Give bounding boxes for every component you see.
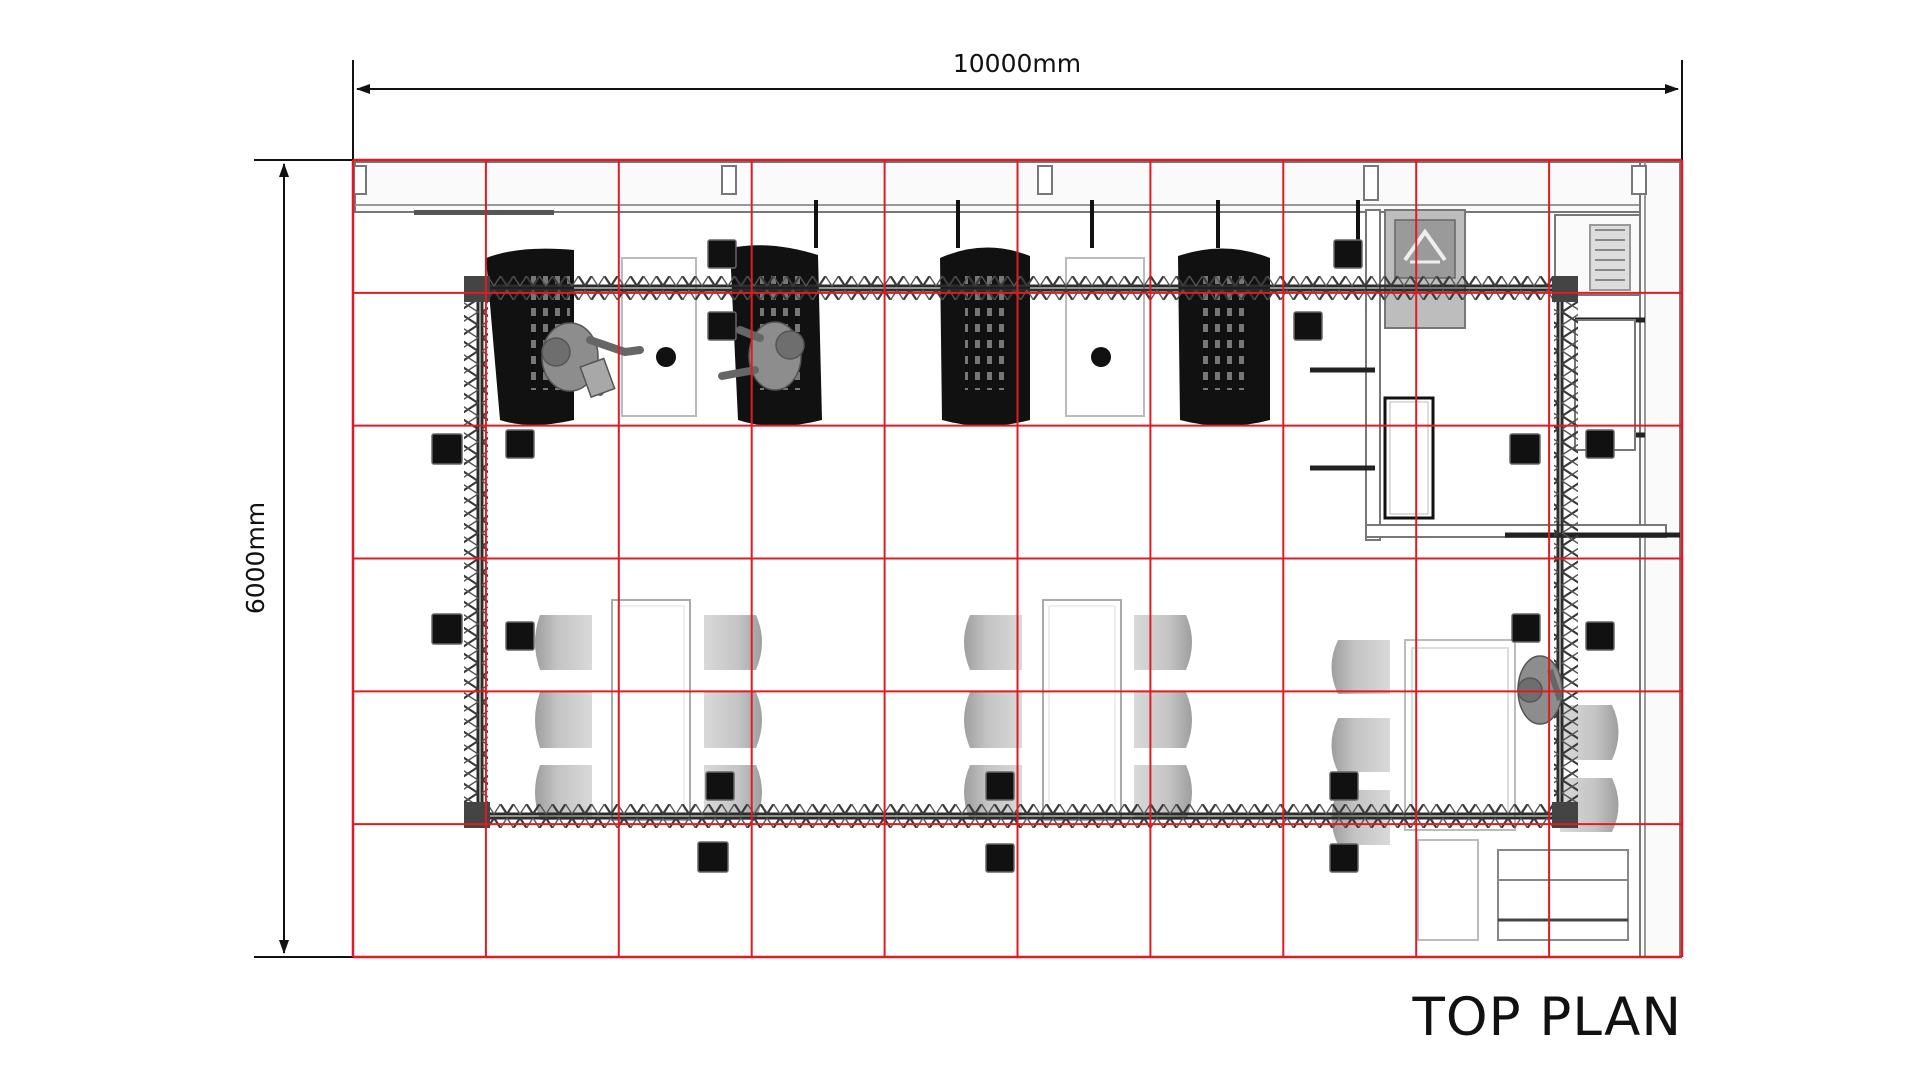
display-stand-icon: [1178, 248, 1270, 426]
width-dimension-label: 10000mm: [953, 49, 1081, 78]
spotlight-icon: [707, 311, 737, 341]
truss-right: [1554, 276, 1578, 828]
chair-icon: [535, 692, 592, 748]
chair-icon: [964, 615, 1022, 670]
chair-icon: [704, 615, 762, 670]
spotlight-icon: [1329, 771, 1359, 801]
spotlight-icon: [1585, 429, 1615, 459]
spotlight-icon: [1509, 433, 1541, 465]
person-figure-icon: [1517, 655, 1563, 725]
spotlight-icon: [505, 621, 535, 651]
spotlight-icon: [985, 771, 1015, 801]
meeting-table-center: [1042, 599, 1122, 821]
spotlight-icon: [1329, 843, 1359, 873]
chair-icon: [1331, 718, 1390, 772]
spotlight-icon: [705, 771, 735, 801]
reference-grid: [351, 158, 1684, 959]
spotlight-icon: [505, 429, 535, 459]
spotlight-icon: [697, 841, 729, 873]
chair-icon: [964, 692, 1022, 748]
plan-title: TOP PLAN: [1411, 987, 1682, 1048]
spotlight-icon: [985, 843, 1015, 873]
truss-left: [464, 276, 488, 828]
display-stands: [486, 200, 1360, 426]
spotlight-icon: [1511, 613, 1541, 643]
spotlight-icon: [1293, 311, 1323, 341]
spotlight-icon: [707, 239, 737, 269]
height-dimension-label: 6000mm: [241, 502, 270, 614]
person-figure-icon: [541, 322, 644, 399]
truss-top: [466, 276, 1578, 300]
spotlight-icon: [431, 613, 463, 645]
spotlights: [431, 239, 1615, 873]
sink-icon: [1384, 209, 1466, 329]
person-figure-icon: [718, 321, 805, 391]
spotlight-icon: [1333, 239, 1363, 269]
height-dimension: 6000mm: [241, 159, 353, 958]
chair-icon: [1331, 640, 1390, 694]
chair-icon: [704, 692, 762, 748]
chair-icon: [1134, 692, 1192, 748]
chair-icon: [535, 615, 592, 670]
meeting-table-left: [611, 599, 691, 821]
width-dimension: 10000mm: [352, 49, 1683, 160]
chair-icon: [1134, 615, 1192, 670]
spotlight-icon: [1585, 621, 1615, 651]
spotlight-icon: [431, 433, 463, 465]
